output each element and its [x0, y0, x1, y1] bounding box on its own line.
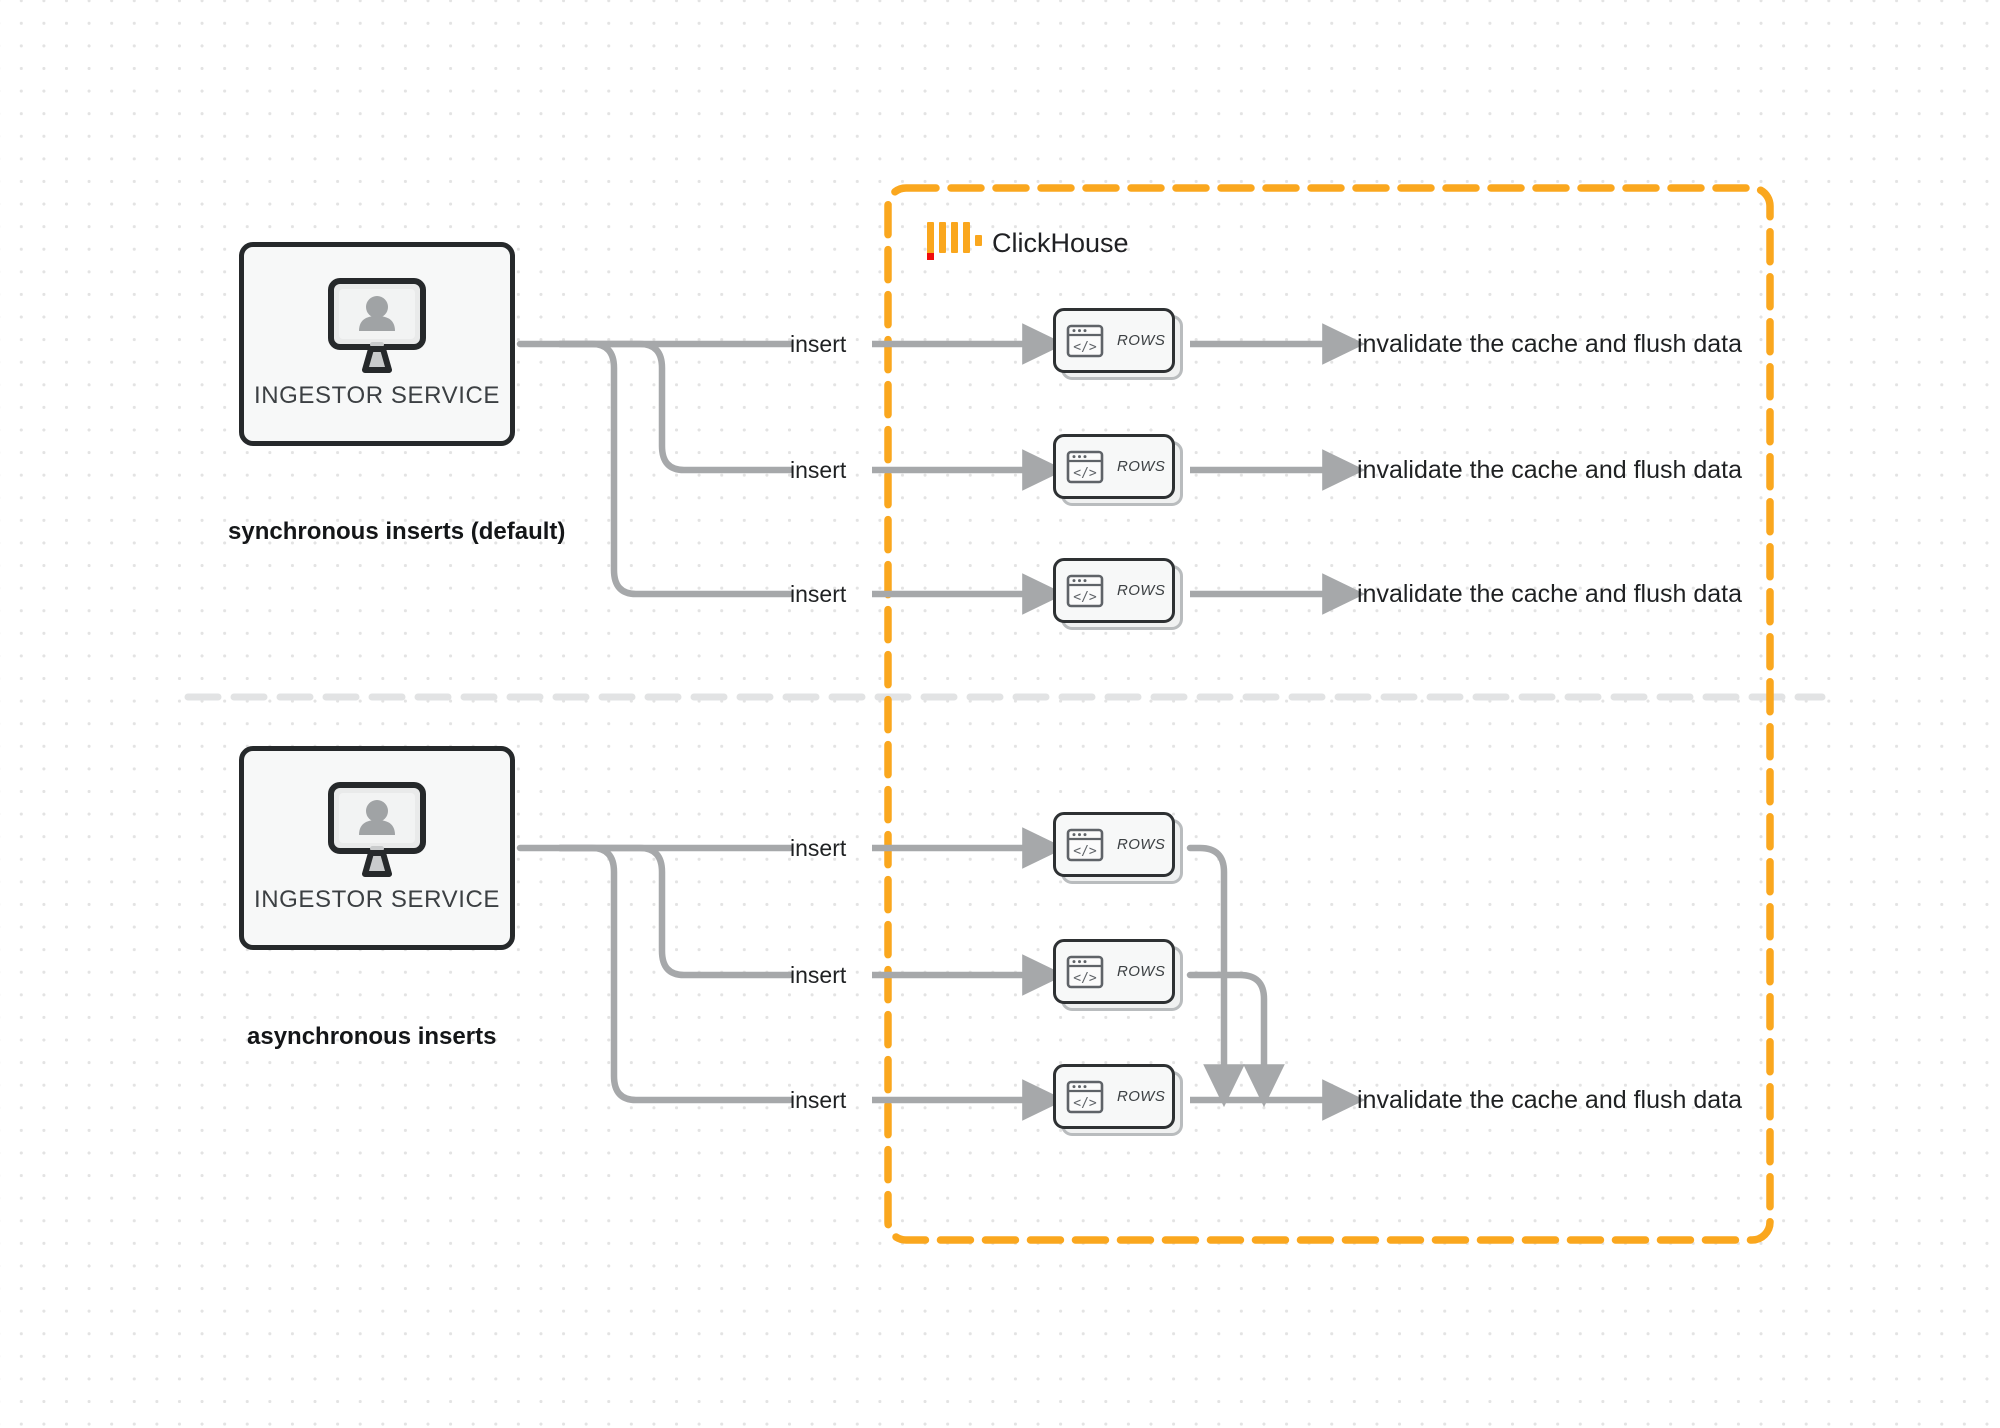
caption-synchronous: synchronous inserts (default) — [228, 518, 566, 545]
insert-label-sync-2: insert — [790, 457, 847, 483]
rows-node-label: ROWS — [1117, 332, 1166, 349]
rows-node-label: ROWS — [1117, 458, 1166, 475]
rows-node-sync-2[interactable]: </> ROWS — [1053, 434, 1183, 506]
insert-label-async-2: insert — [790, 962, 847, 988]
code-window-icon: </> — [1066, 955, 1104, 989]
result-label-sync-1: invalidate the cache and flush data — [1357, 330, 1742, 358]
rows-card-front: </> ROWS — [1053, 308, 1175, 373]
svg-text:</>: </> — [1073, 590, 1097, 605]
rows-node-async-2[interactable]: </> ROWS — [1053, 939, 1183, 1011]
result-label-sync-2: invalidate the cache and flush data — [1357, 456, 1742, 484]
clickhouse-title: ClickHouse — [992, 228, 1129, 258]
ingestor-service-label: INGESTOR SERVICE — [253, 886, 501, 913]
insert-label-sync-3: insert — [790, 581, 847, 607]
rows-card-front: </> ROWS — [1053, 812, 1175, 877]
result-label-sync-3: invalidate the cache and flush data — [1357, 580, 1742, 608]
rows-node-async-3[interactable]: </> ROWS — [1053, 1064, 1183, 1136]
rows-card-front: </> ROWS — [1053, 939, 1175, 1004]
clickhouse-logo — [927, 222, 982, 260]
ingestor-service-label: INGESTOR SERVICE — [253, 382, 501, 409]
insert-label-async-3: insert — [790, 1087, 847, 1113]
svg-text:</>: </> — [1073, 466, 1097, 481]
rows-node-sync-3[interactable]: </> ROWS — [1053, 558, 1183, 630]
code-window-icon: </> — [1066, 574, 1104, 608]
result-label-async-merged: invalidate the cache and flush data — [1357, 1086, 1742, 1114]
insert-label-async-1: insert — [790, 835, 847, 861]
svg-text:</>: </> — [1073, 1096, 1097, 1111]
svg-text:</>: </> — [1073, 340, 1097, 355]
rows-card-front: </> ROWS — [1053, 1064, 1175, 1129]
user-monitor-icon — [327, 782, 427, 878]
clickhouse-boundary-rect — [884, 184, 1774, 1244]
rows-node-sync-1[interactable]: </> ROWS — [1053, 308, 1183, 380]
caption-asynchronous: asynchronous inserts — [247, 1023, 497, 1050]
svg-text:</>: </> — [1073, 971, 1097, 986]
rows-node-label: ROWS — [1117, 582, 1166, 599]
rows-node-async-1[interactable]: </> ROWS — [1053, 812, 1183, 884]
rows-node-label: ROWS — [1117, 963, 1166, 980]
ingestor-service-node-async[interactable]: INGESTOR SERVICE — [239, 746, 515, 950]
code-window-icon: </> — [1066, 828, 1104, 862]
rows-card-front: </> ROWS — [1053, 434, 1175, 499]
insert-label-sync-1: insert — [790, 331, 847, 357]
code-window-icon: </> — [1066, 324, 1104, 358]
code-window-icon: </> — [1066, 1080, 1104, 1114]
rows-node-label: ROWS — [1117, 836, 1166, 853]
user-monitor-icon — [327, 278, 427, 374]
ingestor-service-node-sync[interactable]: INGESTOR SERVICE — [239, 242, 515, 446]
svg-text:</>: </> — [1073, 844, 1097, 859]
code-window-icon: </> — [1066, 450, 1104, 484]
rows-node-label: ROWS — [1117, 1088, 1166, 1105]
rows-card-front: </> ROWS — [1053, 558, 1175, 623]
